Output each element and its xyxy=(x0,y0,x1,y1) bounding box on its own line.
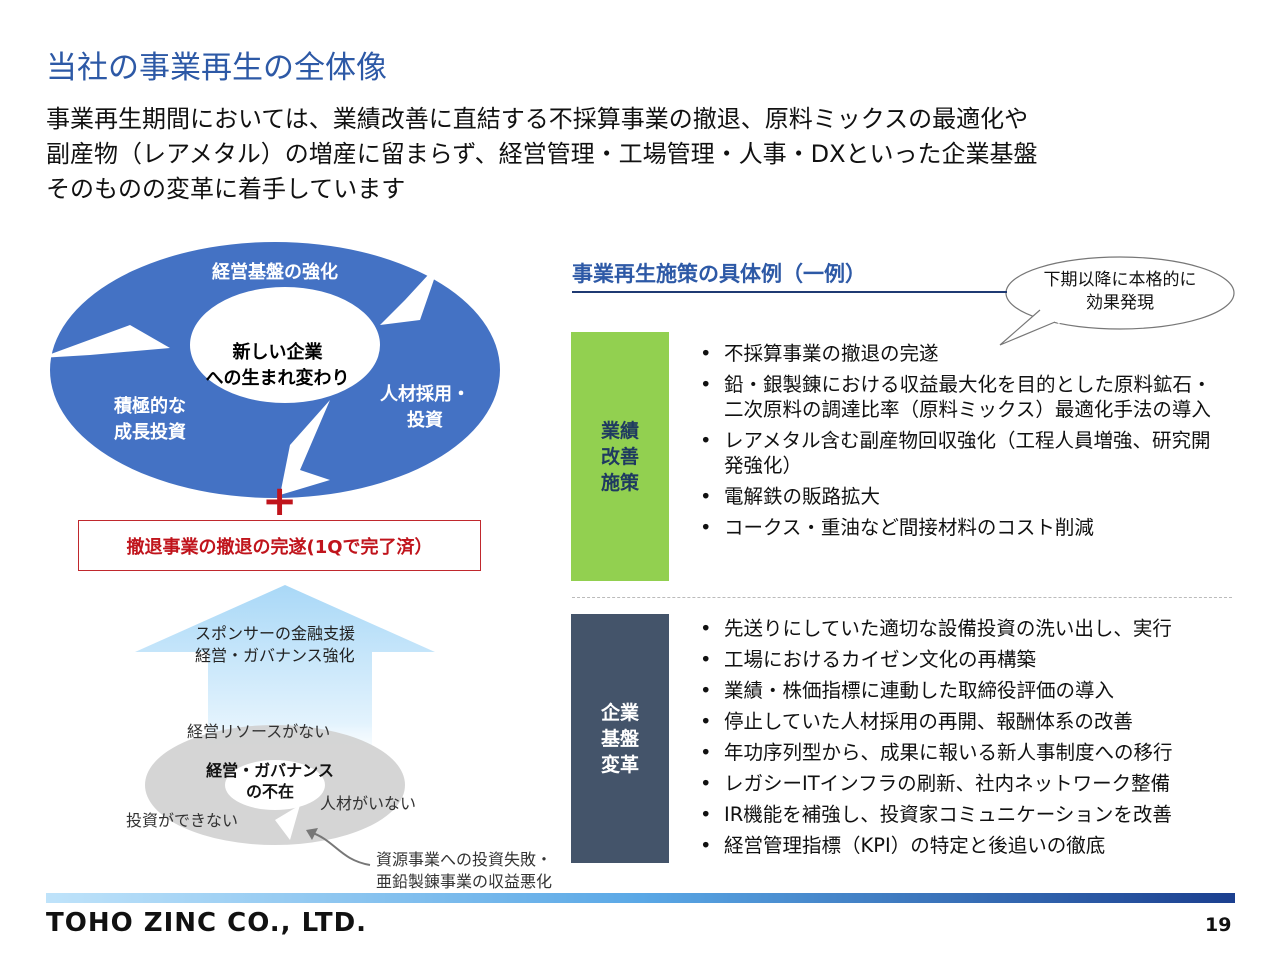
list-item: 電解鉄の販路拡大 xyxy=(700,484,1230,509)
label-line: 投資 xyxy=(407,410,443,431)
bad-cycle-top: 経営リソースがない xyxy=(187,722,331,741)
measures-heading: 事業再生施策の具体例（一例） xyxy=(572,262,866,286)
label-line: スポンサーの金融支援 xyxy=(195,624,356,643)
cycle-center-label: 新しい企業 への生まれ変わり xyxy=(180,340,375,392)
lead-line: 副産物（レアメタル）の増産に留まらず、経営管理・工場管理・人事・DXといった企業… xyxy=(46,140,1038,168)
performance-measures-list: 不採算事業の撤退の完遂 鉛・銀製錬における収益最大化を目的とした原料鉱石・二次原… xyxy=(700,341,1230,546)
cause-label: 資源事業への投資失敗・ 亜鉛製錬事業の収益悪化 xyxy=(376,849,552,893)
label-line: 効果発現 xyxy=(1086,293,1154,313)
list-item: 年功序列型から、成果に報いる新人事制度への移行 xyxy=(700,740,1230,765)
list-item: 工場におけるカイゼン文化の再構築 xyxy=(700,647,1230,672)
lead-text: 事業再生期間においては、業績改善に直結する不採算事業の撤退、原料ミックスの最適化… xyxy=(46,102,1246,207)
speech-bubble xyxy=(1005,256,1235,330)
lead-line: そのものの変革に着手しています xyxy=(46,175,406,203)
list-item: 停止していた人材採用の再開、報酬体系の改善 xyxy=(700,709,1230,734)
cycle-left-label: 積極的な 成長投資 xyxy=(90,394,210,446)
list-item: 鉛・銀製錬における収益最大化を目的とした原料鉱石・二次原料の調達比率（原料ミック… xyxy=(700,372,1230,422)
label-line: 資源事業への投資失敗・ xyxy=(376,850,553,869)
label-line: 基盤 xyxy=(600,727,639,750)
label-line: 変革 xyxy=(600,753,639,776)
category-performance-improvement: 業績改善施策 xyxy=(571,332,669,581)
list-item: コークス・重油など間接材料のコスト削減 xyxy=(700,515,1230,540)
label-line: への生まれ変わり xyxy=(205,368,350,389)
list-item: 業績・株価指標に連動した取締役評価の導入 xyxy=(700,678,1230,703)
cycle-ring xyxy=(50,242,500,498)
retreat-completion-box: 撤退事業の撤退の完遂(1Qで完了済） xyxy=(78,520,481,571)
lead-line: 事業再生期間においては、業績改善に直結する不採算事業の撤退、原料ミックスの最適化… xyxy=(46,105,1029,133)
company-logo: TOHO ZINC CO., LTD. xyxy=(46,908,368,938)
heading-underline xyxy=(572,291,1007,293)
foundation-measures-list: 先送りにしていた適切な設備投資の洗い出し、実行 工場におけるカイゼン文化の再構築… xyxy=(700,616,1230,864)
list-item: レアメタル含む副産物回収強化（工程人員増強、研究開発強化） xyxy=(700,428,1230,478)
page-number: 19 xyxy=(1205,914,1232,936)
list-item: レガシーITインフラの刷新、社内ネットワーク整備 xyxy=(700,771,1230,796)
label-line: 亜鉛製錬事業の収益悪化 xyxy=(376,872,553,891)
bad-cycle-left: 投資ができない xyxy=(126,811,239,830)
label-line: 施策 xyxy=(600,471,639,494)
label-line: 業績 xyxy=(600,419,639,442)
list-item: 経営管理指標（KPI）の特定と後追いの徹底 xyxy=(700,833,1230,858)
up-arrow xyxy=(135,585,435,770)
plus-icon: + xyxy=(262,476,298,525)
cycle-top-label: 経営基盤の強化 xyxy=(212,262,338,283)
label-line: 経営・ガバナンス強化 xyxy=(195,646,355,665)
bad-cycle-right: 人材がいない xyxy=(320,794,417,813)
label-line: 企業 xyxy=(600,701,639,724)
label-line: 改善 xyxy=(600,445,639,468)
cycle-right-label: 人材採用・ 投資 xyxy=(360,382,490,434)
list-item: 不採算事業の撤退の完遂 xyxy=(700,341,1230,366)
page-title: 当社の事業再生の全体像 xyxy=(46,50,387,86)
cause-arrow xyxy=(309,831,371,866)
list-item: 先送りにしていた適切な設備投資の洗い出し、実行 xyxy=(700,616,1230,641)
label-line: 新しい企業 xyxy=(232,342,323,363)
bad-cycle-center: 経営・ガバナンス の不在 xyxy=(180,760,360,802)
category-corporate-foundation: 企業基盤変革 xyxy=(571,614,669,863)
bubble-text: 下期以降に本格的に 効果発現 xyxy=(1020,269,1220,315)
label-line: 経営・ガバナンス xyxy=(206,761,334,780)
label-line: 成長投資 xyxy=(114,422,186,443)
section-divider xyxy=(572,597,1232,598)
arrow-label: スポンサーの金融支援 経営・ガバナンス強化 xyxy=(195,623,355,667)
label-line: 人材採用・ xyxy=(380,384,470,405)
label-line: の不在 xyxy=(245,782,294,801)
label-line: 下期以降に本格的に xyxy=(1043,270,1197,290)
list-item: IR機能を補強し、投資家コミュニケーションを改善 xyxy=(700,802,1230,827)
bad-cycle-ring xyxy=(145,725,405,845)
label-line: 積極的な xyxy=(114,396,186,417)
footer-bar xyxy=(46,893,1235,903)
